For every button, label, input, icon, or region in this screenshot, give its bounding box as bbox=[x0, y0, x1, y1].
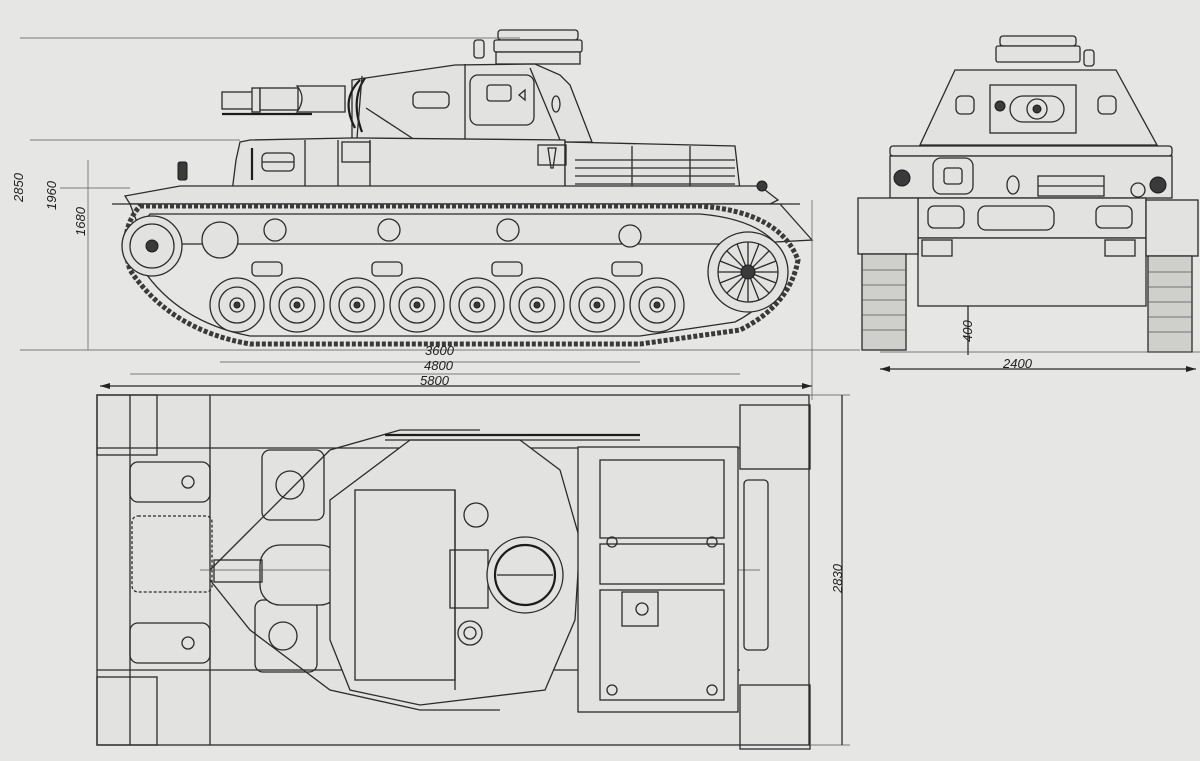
dim-overall-width: 2830 bbox=[830, 564, 845, 593]
dim-fender-height: 1680 bbox=[73, 207, 88, 236]
engine-deck-top bbox=[577, 446, 769, 713]
front-turret bbox=[918, 69, 1159, 146]
crew-hatches bbox=[209, 429, 500, 711]
side-dimension-lines bbox=[20, 37, 860, 400]
road-wheels bbox=[209, 277, 685, 333]
dim-ground-clearance: 400 bbox=[960, 320, 975, 342]
front-hull bbox=[889, 145, 1173, 307]
hull-superstructure bbox=[231, 137, 741, 193]
commander-cupola bbox=[473, 29, 583, 65]
top-dimension-lines bbox=[810, 394, 850, 746]
antenna-rail bbox=[385, 433, 640, 441]
front-tracks bbox=[861, 253, 1193, 353]
main-gun bbox=[221, 85, 346, 116]
turret-side bbox=[347, 63, 593, 143]
dim-ground-contact-length: 3600 bbox=[425, 343, 454, 358]
cupola-top bbox=[486, 536, 564, 614]
drive-sprocket bbox=[121, 215, 239, 277]
front-dimension-lines bbox=[880, 306, 1200, 372]
front-hatches bbox=[129, 461, 213, 664]
suspension-units bbox=[251, 261, 643, 277]
front-cupola bbox=[995, 35, 1095, 67]
dim-track-width: 2400 bbox=[1003, 356, 1032, 371]
dim-overall-length: 5800 bbox=[420, 373, 449, 388]
dim-total-height: 2850 bbox=[11, 173, 26, 202]
dim-hull-length: 4800 bbox=[424, 358, 453, 373]
dim-hull-height: 1960 bbox=[44, 181, 59, 210]
idler-wheel bbox=[707, 231, 789, 313]
